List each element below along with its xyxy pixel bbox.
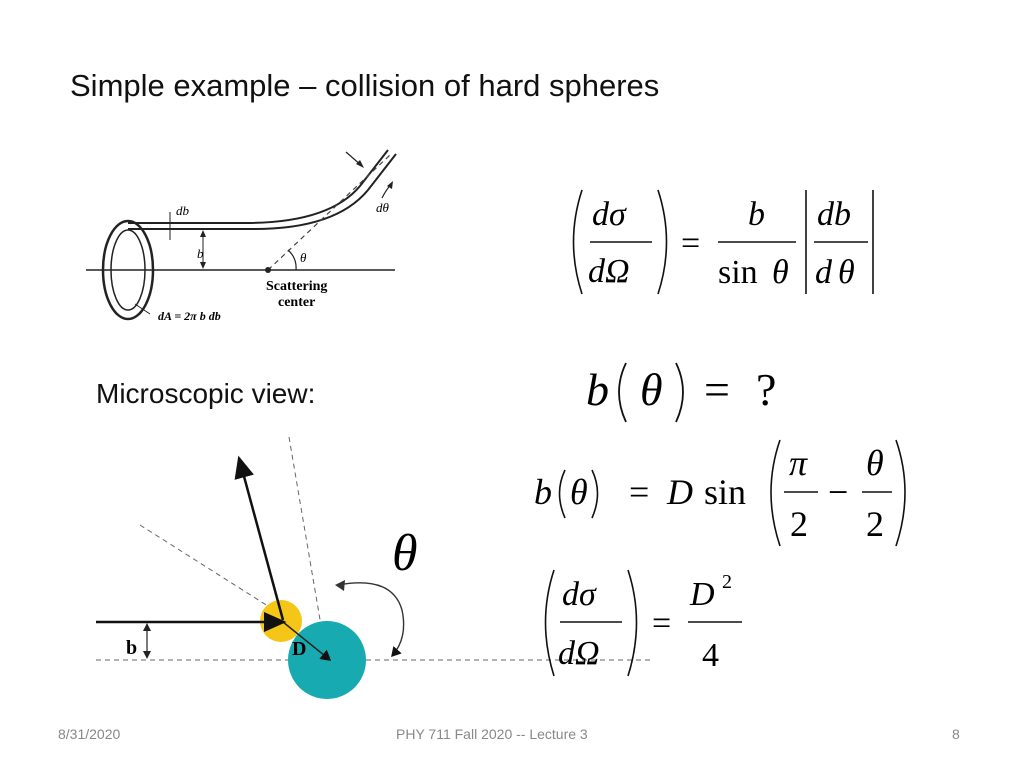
eq4-exponent: 2 [722,571,732,593]
impact-arrowhead-top [143,623,151,631]
theta-label-small: θ [300,250,307,265]
impact-arrowhead-bottom [143,651,151,659]
b-theta-solution: b θ = D sin π 2 − θ 2 [534,439,906,547]
eq2-b: b [586,364,609,415]
eq1-b: b [748,196,765,233]
eq1-d: d [815,254,833,291]
impact-b-label: b [126,637,137,659]
scattering-center-line1: Scattering [266,279,327,294]
eq2-question: ? [756,364,776,415]
eq1-sin: sin [718,254,758,291]
b-arrowhead-top [200,230,206,237]
eq1-lhs-num: dσ [592,196,627,233]
eq4-equals: = [652,605,671,642]
footer-date: 8/31/2020 [58,726,121,742]
eq3-theta: θ [570,472,588,512]
eq2-equals: = [704,364,730,415]
eq3-minus: − [828,472,848,512]
eq4-den: dΩ [558,635,600,672]
footer-course: PHY 711 Fall 2020 -- Lecture 3 [396,726,588,742]
eq4-D: D [689,576,715,613]
incoming-normal-dashed [139,524,291,621]
eq3-pi: π [789,443,808,483]
eq3-theta2: θ [866,443,884,483]
theta-arc-start-head [335,580,345,591]
scattering-center-dot [265,267,271,273]
eq3-two-a: 2 [790,504,808,544]
b-label: b [197,246,204,261]
eq3-b: b [534,472,552,512]
eq3-sin: sin [704,472,746,512]
dtheta-arrowhead-bottom [387,181,393,189]
theta-arc-large [337,582,405,658]
dtheta-label: dθ [376,200,390,215]
eq1-equals: = [681,225,700,262]
trajectory-upper [128,149,389,224]
tangent-dashed [288,436,327,656]
theta-symbol-large: θ [392,525,418,582]
db-label: db [176,203,190,218]
diameter-D-label: D [292,638,306,660]
eq1-db: db [817,196,851,233]
footer-page-number: 8 [952,726,960,742]
eq1-theta: θ [772,254,789,291]
cross-section-result: dσ dΩ = D 2 4 [544,569,742,677]
scattering-center-line2: center [278,295,315,310]
theta-arc [287,249,297,271]
eq3-two-b: 2 [866,504,884,544]
eq3-D: D [666,472,693,512]
microscopic-view-label: Microscopic view: [96,378,316,409]
eq2-theta: θ [640,364,663,415]
eq1-dtheta: θ [838,254,855,291]
b-arrowhead-bottom [200,262,206,269]
slide-title: Simple example – collision of hard spher… [70,68,660,103]
eq4-four: 4 [702,637,719,674]
eq4-num: dσ [562,576,597,613]
eq3-equals: = [629,472,649,512]
eq1-lhs-den: dΩ [588,253,630,290]
area-element-label: dA = 2π b db [158,309,221,323]
outgoing-arrow [234,455,285,621]
b-theta-question: b θ = ? [586,362,776,423]
cross-section-equation: dσ dΩ = b sin θ db d θ [572,189,874,295]
dA-arrow [134,303,151,315]
dtheta-arrowhead-top [356,160,364,168]
center-distance-line [282,621,332,661]
